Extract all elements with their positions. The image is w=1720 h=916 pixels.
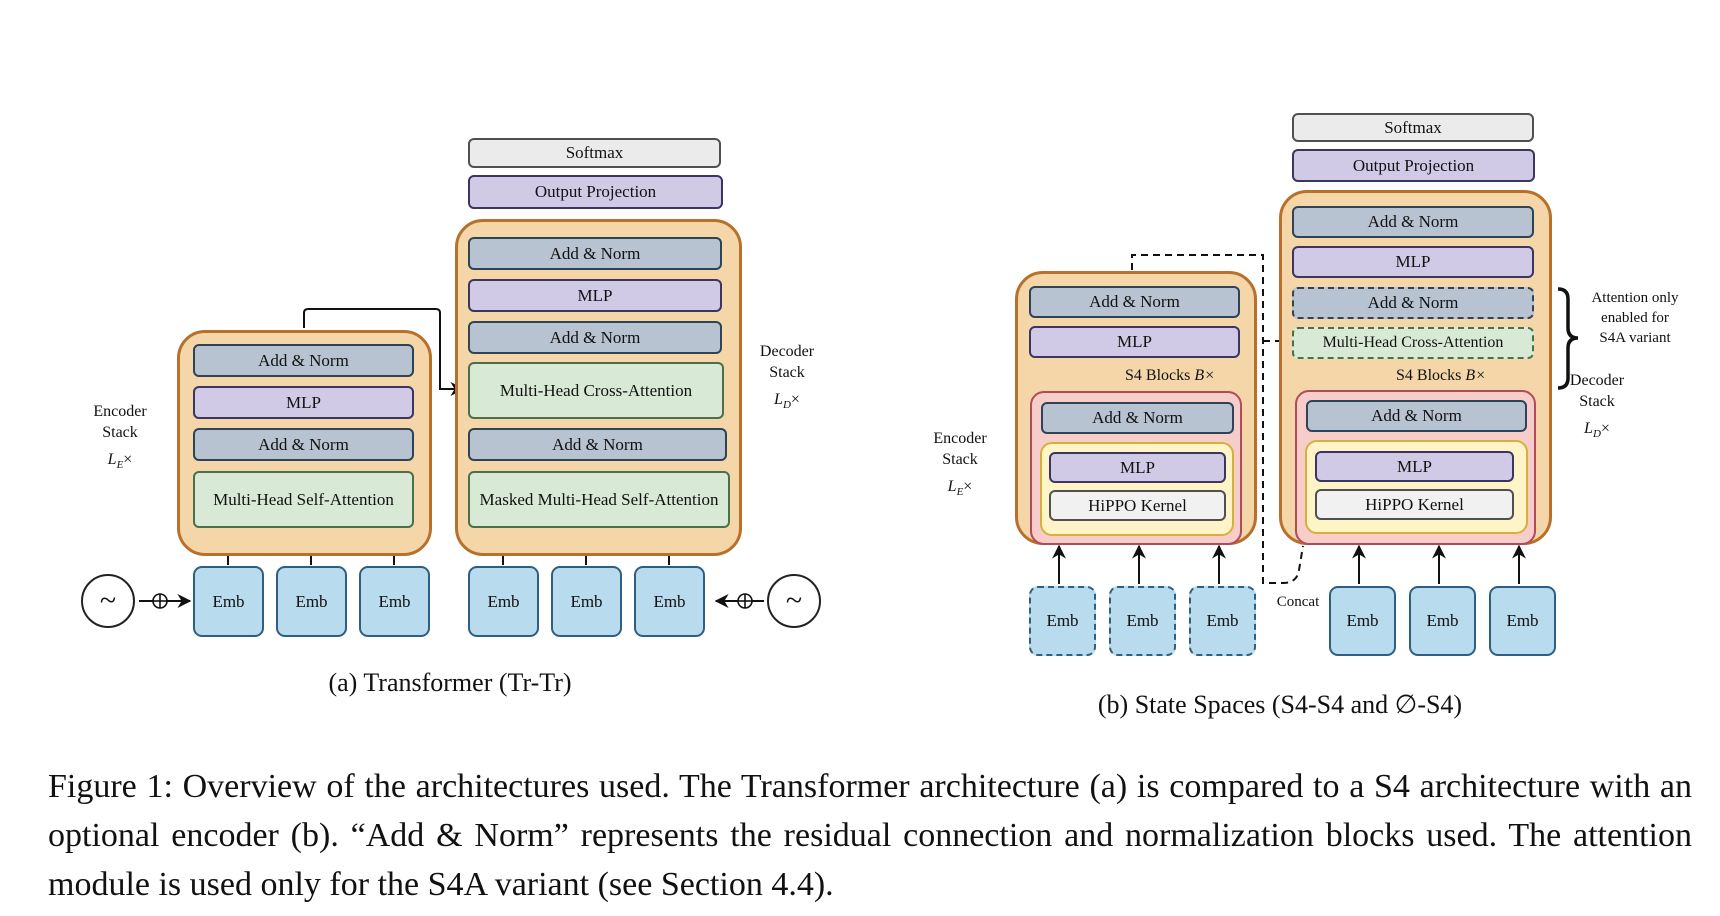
panel-b-encoder-s4-mlp: MLP [1049, 452, 1226, 483]
multiplier-letter: L [774, 391, 783, 408]
panel-a-caption: (a) Transformer (Tr-Tr) [328, 668, 572, 697]
panel-a-encoder-self-attention: Multi-Head Self-Attention [193, 471, 414, 528]
attention-note-line3: S4A variant [1599, 330, 1671, 346]
multiplier-sub: D [1592, 428, 1601, 441]
multiplier-sub: E [956, 486, 964, 499]
panel-b-decoder-emb-3: Emb [1489, 586, 1556, 656]
s4-blocks-text: S4 Blocks [1125, 367, 1191, 384]
panel-a-decoder-emb-3: Emb [634, 566, 705, 637]
multiplier-x: × [123, 451, 133, 468]
panel-a-decoder-emb-1: Emb [468, 566, 539, 637]
panel-a-encoder-emb-2: Emb [276, 566, 347, 637]
panel-b-encoder-emb-2: Emb [1109, 586, 1176, 656]
attention-note-line2: enabled for [1601, 310, 1669, 326]
encoder-multiplier: LE× [918, 476, 1002, 503]
panel-b-encoder-hippo-kernel: HiPPO Kernel [1049, 490, 1226, 521]
panel-a-encoder-add-norm-bottom: Add & Norm [193, 428, 414, 461]
panel-b-caption: (b) State Spaces (S4-S4 and ∅-S4) [1097, 690, 1463, 719]
multiplier-letter: L [107, 451, 117, 468]
panel-b-encoder-emb-1: Emb [1029, 586, 1096, 656]
s4-blocks-mult: B× [1465, 367, 1486, 384]
s4-blocks-mult: B× [1194, 367, 1215, 384]
panel-a-output-projection: Output Projection [468, 175, 723, 209]
panel-b-decoder-label: Decoder Stack LD× [1555, 370, 1639, 445]
decoder-label-line2: Stack [769, 364, 805, 381]
multiplier-letter: L [1584, 420, 1593, 437]
panel-b-encoder-mlp: MLP [1029, 326, 1240, 358]
panel-b-encoder-emb-3: Emb [1189, 586, 1256, 656]
panel-a-decoder-label: Decoder Stack LD× [745, 341, 829, 416]
encoder-multiplier: LE× [78, 449, 162, 476]
multiplier-sub: D [782, 399, 791, 412]
panel-a-encoder-emb-3: Emb [359, 566, 430, 637]
panel-a-encoder-emb-1: Emb [193, 566, 264, 637]
panel-b-encoder-label: Encoder Stack LE× [918, 428, 1002, 503]
encoder-label-line1: Encoder [933, 430, 987, 447]
decoder-label-line2: Stack [1579, 393, 1615, 410]
panel-b-decoder-mlp: MLP [1292, 246, 1534, 278]
panel-a-decoder-cross-attention: Multi-Head Cross-Attention [468, 362, 724, 419]
panel-a-encoder-label: Encoder Stack LE× [78, 401, 162, 476]
figure-caption: Figure 1: Overview of the architectures … [48, 768, 1692, 903]
panel-a-decoder-add-norm-2: Add & Norm [468, 321, 722, 354]
decoder-label-line1: Decoder [759, 343, 815, 360]
s4-blocks-text: S4 Blocks [1396, 367, 1462, 384]
panel-a-encoder-mlp: MLP [193, 386, 414, 419]
decoder-label-line1: Decoder [1569, 372, 1625, 389]
panel-b-arrows [1052, 544, 1526, 584]
panel-a-decoder-masked-self-attention: Masked Multi-Head Self-Attention [468, 471, 730, 528]
panel-b-decoder-s4-mlp: MLP [1315, 451, 1514, 482]
multiplier-x: × [1600, 420, 1610, 437]
panel-a-decoder-add-norm-1: Add & Norm [468, 237, 722, 270]
multiplier-sub: E [116, 459, 124, 472]
panel-a-decoder-positional-icon: ~ [767, 574, 821, 628]
panel-b-dashed-connect [1131, 254, 1304, 584]
panel-a-decoder-emb-2: Emb [551, 566, 622, 637]
panel-a-decoder-mlp: MLP [468, 279, 722, 312]
panel-b-softmax: Softmax [1292, 113, 1534, 142]
panel-a-encoder-positional-icon: ~ [81, 574, 135, 628]
panel-b-decoder-add-norm-attn: Add & Norm [1292, 287, 1534, 319]
panel-a-decoder-add-norm-3: Add & Norm [468, 428, 727, 461]
multiplier-x: × [963, 478, 973, 495]
panel-b-encoder-s4-add-norm: Add & Norm [1041, 402, 1234, 434]
decoder-multiplier: LD× [1555, 418, 1639, 445]
positional-plus-icons [152, 593, 753, 609]
brace-icon [1557, 287, 1579, 390]
panel-b-decoder-s4-add-norm: Add & Norm [1306, 400, 1527, 432]
encoder-label-line1: Encoder [93, 403, 147, 420]
panel-b-decoder-emb-2: Emb [1409, 586, 1476, 656]
panel-a-softmax: Softmax [468, 138, 721, 168]
panel-b-decoder-s4-label: S4 Blocks B× [1346, 365, 1536, 386]
encoder-label-line2: Stack [942, 451, 978, 468]
multiplier-letter: L [947, 478, 957, 495]
panel-b-output-projection: Output Projection [1292, 149, 1535, 182]
panel-b-decoder-emb-1: Emb [1329, 586, 1396, 656]
panel-b-encoder-s4-label: S4 Blocks B× [1090, 365, 1250, 386]
panel-b-encoder-add-norm: Add & Norm [1029, 286, 1240, 318]
panel-b-attention-note: Attention only enabled for S4A variant [1580, 288, 1690, 348]
encoder-label-line2: Stack [102, 424, 138, 441]
panel-b-decoder-add-norm-1: Add & Norm [1292, 206, 1534, 238]
decoder-multiplier: LD× [745, 389, 829, 416]
panel-a-encoder-add-norm-top: Add & Norm [193, 344, 414, 377]
panel-b-concat-label: Concat [1276, 594, 1320, 610]
multiplier-x: × [790, 391, 800, 408]
panel-b-decoder-cross-attention: Multi-Head Cross-Attention [1292, 327, 1534, 359]
attention-note-line1: Attention only [1591, 290, 1679, 306]
panel-b-decoder-hippo-kernel: HiPPO Kernel [1315, 489, 1514, 520]
